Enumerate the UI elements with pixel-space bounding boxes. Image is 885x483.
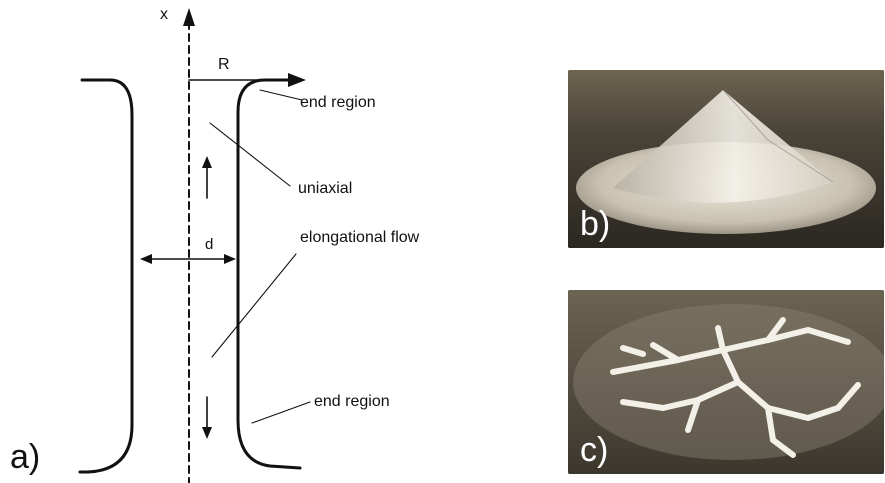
axis-label-x: x — [160, 6, 168, 23]
axis-arrowhead — [183, 8, 195, 26]
panel-a-schematic — [78, 8, 311, 483]
leader-end-region-bottom — [251, 401, 311, 424]
panel-b-label: b) — [580, 205, 611, 243]
cone-photo-illustration — [568, 70, 884, 248]
uniaxial-label: uniaxial — [298, 180, 353, 197]
radius-arrowhead — [288, 73, 306, 87]
end-region-top-label: end region — [300, 94, 376, 111]
panel-a-label: a) — [10, 438, 41, 476]
leader-end-region-top — [259, 89, 303, 101]
leader-elongational — [211, 253, 297, 358]
panel-b-photo: b) — [568, 70, 884, 248]
diameter-arrowhead-right — [224, 254, 236, 264]
diameter-arrowhead-left — [140, 254, 152, 264]
radius-label: R — [218, 56, 230, 73]
panel-c-photo: c) — [568, 290, 884, 474]
branching-photo-illustration — [568, 290, 884, 474]
diameter-label: d — [205, 236, 214, 253]
end-region-bottom-label: end region — [314, 393, 390, 410]
left-wall-profile — [78, 78, 134, 474]
flow-arrowhead-down — [202, 427, 212, 439]
elongational-flow-label: elongational flow — [300, 229, 420, 246]
flow-arrowhead-up — [202, 156, 212, 168]
right-wall-profile — [236, 78, 302, 470]
leader-uniaxial — [209, 122, 291, 187]
panel-c-label: c) — [580, 431, 609, 469]
